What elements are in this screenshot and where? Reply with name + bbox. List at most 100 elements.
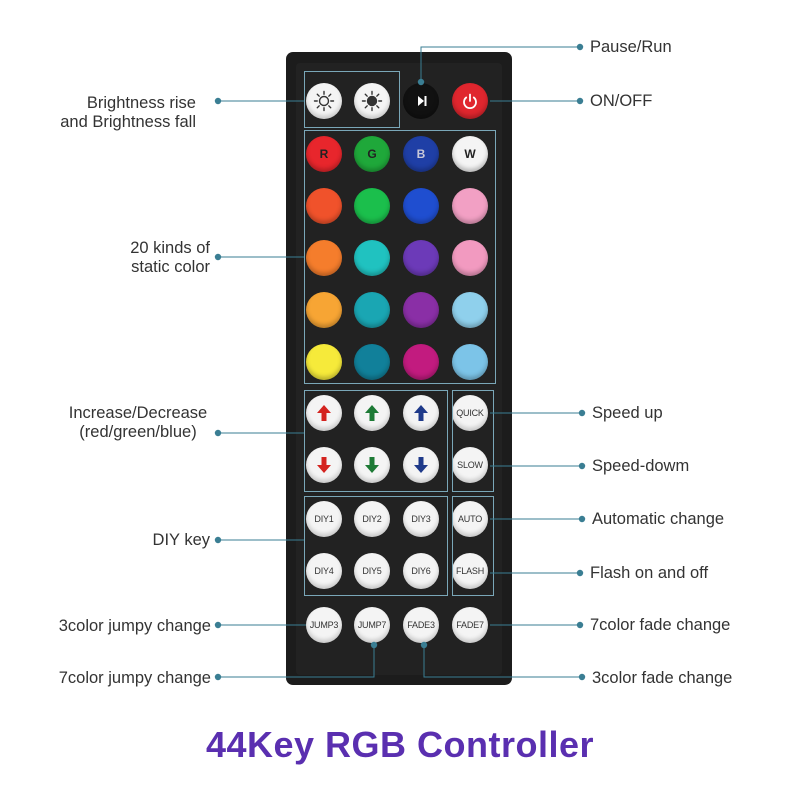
color-key-letter: R <box>319 147 329 161</box>
arrow-down-button-2[interactable] <box>354 447 390 483</box>
label-increase-decrease-line1: Increase/Decrease <box>68 404 208 422</box>
arrow-up-button-3[interactable] <box>403 395 439 431</box>
color-key-3-1[interactable] <box>306 240 342 276</box>
color-key-3-4[interactable] <box>452 240 488 276</box>
diy4-button[interactable]: DIY4 <box>306 553 342 589</box>
power-button[interactable] <box>452 83 488 119</box>
arrow-up-icon <box>414 405 428 421</box>
fade3-key-dot <box>420 641 428 649</box>
label-speed-down: Speed-dowm <box>592 457 690 475</box>
color-key-letter: B <box>416 147 426 161</box>
color-key-4-1[interactable] <box>306 292 342 328</box>
jump7-dot <box>214 673 222 681</box>
speed-down-dot <box>578 462 586 470</box>
arrow-down-icon <box>365 457 379 473</box>
jump7-button-label: JUMP7 <box>357 620 387 630</box>
arrow-up-icon <box>317 405 331 421</box>
label-fade7: 7color fade change <box>590 616 731 634</box>
color-key-5-1[interactable] <box>306 344 342 380</box>
auto-button-label: AUTO <box>457 514 483 524</box>
diy5-button-label: DIY5 <box>362 566 382 576</box>
increase-decrease-dot <box>214 429 222 437</box>
fade7-button[interactable]: FADE7 <box>452 607 488 643</box>
jump7-key-dot <box>370 641 378 649</box>
label-static-color-line1: 20 kinds of <box>130 239 210 257</box>
label-pause-run: Pause/Run <box>590 38 672 56</box>
play-pause-icon <box>418 96 427 106</box>
flash-button[interactable]: FLASH <box>452 553 488 589</box>
pause-run-dot <box>576 43 584 51</box>
color-key-2-3[interactable] <box>403 188 439 224</box>
brightness-dot <box>214 97 222 105</box>
diy1-button[interactable]: DIY1 <box>306 501 342 537</box>
diy6-button[interactable]: DIY6 <box>403 553 439 589</box>
arrow-up-button-1[interactable] <box>306 395 342 431</box>
static-color-dot <box>214 253 222 261</box>
quick-button[interactable]: QUICK <box>452 395 488 431</box>
diy2-button[interactable]: DIY2 <box>354 501 390 537</box>
label-brightness-line1: Brightness rise <box>86 94 196 112</box>
color-key-5-2[interactable] <box>354 344 390 380</box>
diy1-button-label: DIY1 <box>314 514 334 524</box>
fade3-dot <box>578 673 586 681</box>
slow-button-label: SLOW <box>457 460 483 470</box>
color-key-4-3[interactable] <box>403 292 439 328</box>
sun-bright-icon <box>313 90 335 112</box>
jump7-line <box>218 645 375 678</box>
jump7-button[interactable]: JUMP7 <box>354 607 390 643</box>
color-key-4-2[interactable] <box>354 292 390 328</box>
arrow-down-button-3[interactable] <box>403 447 439 483</box>
brightness-up-button[interactable] <box>306 83 342 119</box>
diy-dot <box>214 536 222 544</box>
label-brightness: Brightness rise and Brightness fall <box>60 94 196 132</box>
diy2-button-label: DIY2 <box>362 514 382 524</box>
brightness-down-button[interactable] <box>354 83 390 119</box>
color-key-1-1[interactable]: R <box>306 136 342 172</box>
arrow-down-button-1[interactable] <box>306 447 342 483</box>
speed-up-dot <box>578 409 586 417</box>
label-diy: DIY key <box>152 531 210 549</box>
diy5-button[interactable]: DIY5 <box>354 553 390 589</box>
sun-dim-icon <box>361 90 383 112</box>
label-increase-decrease-line2: (red/green/blue) <box>79 423 197 441</box>
auto-button[interactable]: AUTO <box>452 501 488 537</box>
color-key-1-2[interactable]: G <box>354 136 390 172</box>
pause-run-key-dot <box>417 78 425 86</box>
label-static-color-line2: static color <box>131 258 210 276</box>
diy6-button-label: DIY6 <box>411 566 431 576</box>
jump3-button[interactable]: JUMP3 <box>306 607 342 643</box>
color-key-2-2[interactable] <box>354 188 390 224</box>
color-key-letter: W <box>464 147 476 161</box>
flash-button-label: FLASH <box>455 566 484 576</box>
fade3-line <box>423 645 582 678</box>
label-auto: Automatic change <box>592 510 725 528</box>
color-key-5-3[interactable] <box>403 344 439 380</box>
color-key-2-4[interactable] <box>452 188 488 224</box>
color-key-1-4[interactable]: W <box>452 136 488 172</box>
label-jump3: 3color jumpy change <box>58 617 211 635</box>
label-static-color: 20 kinds of static color <box>130 239 210 277</box>
jump3-button-label: JUMP3 <box>309 620 339 630</box>
color-key-3-3[interactable] <box>403 240 439 276</box>
jump3-dot <box>214 621 222 629</box>
page-title: 44Key RGB Controller <box>205 724 595 765</box>
color-key-5-4[interactable] <box>452 344 488 380</box>
fade7-dot <box>576 621 584 629</box>
power-icon <box>463 93 477 109</box>
pause-run-button[interactable] <box>403 83 439 119</box>
auto-dot <box>578 515 586 523</box>
fade3-button[interactable]: FADE3 <box>403 607 439 643</box>
color-key-1-3[interactable]: B <box>403 136 439 172</box>
arrow-down-icon <box>317 457 331 473</box>
label-fade3: 3color fade change <box>592 669 733 687</box>
color-key-2-1[interactable] <box>306 188 342 224</box>
quick-button-label: QUICK <box>456 408 484 418</box>
flash-dot <box>576 569 584 577</box>
arrow-up-button-2[interactable] <box>354 395 390 431</box>
color-key-4-4[interactable] <box>452 292 488 328</box>
diy3-button[interactable]: DIY3 <box>403 501 439 537</box>
slow-button[interactable]: SLOW <box>452 447 488 483</box>
color-key-3-2[interactable] <box>354 240 390 276</box>
